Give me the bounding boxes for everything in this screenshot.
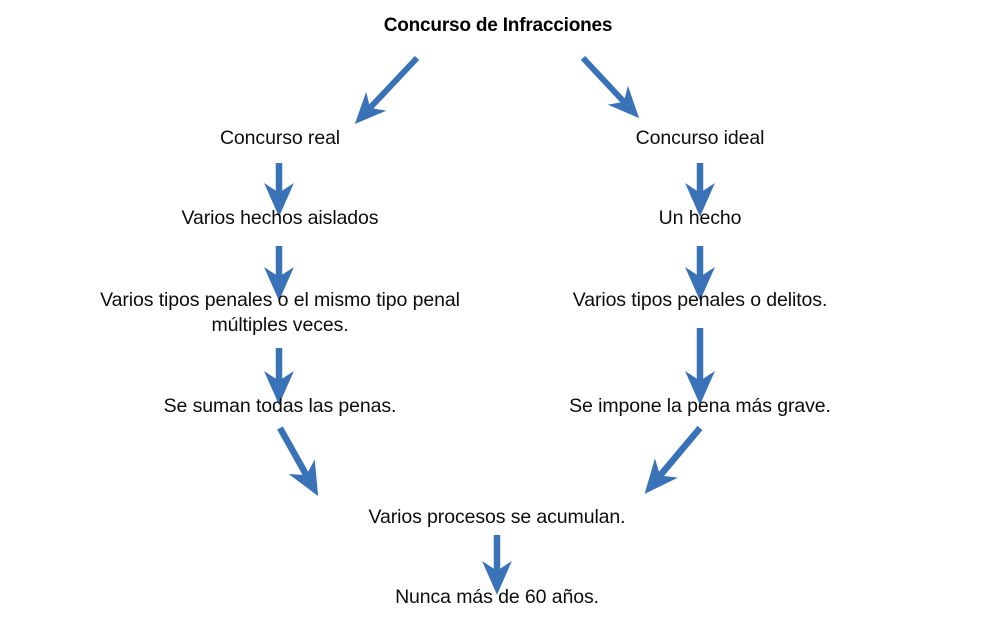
node-right-varios-tipos-penales-delitos: Varios tipos penales o delitos. — [572, 289, 828, 311]
node-left-se-suman-las-penas: Se suman todas las penas. — [163, 395, 397, 417]
arrow-right-to-merged — [644, 425, 703, 494]
node-left-varios-hechos-aislados: Varios hechos aislados — [181, 207, 379, 229]
arrow-title-to-concurso-ideal — [580, 55, 640, 119]
node-right-concurso-ideal: Concurso ideal — [635, 127, 765, 149]
arrow-left-to-merged — [277, 426, 319, 497]
node-merged-nunca-mas-60-anos: Nunca más de 60 años. — [395, 586, 599, 608]
node-right-un-hecho: Un hecho — [658, 207, 742, 229]
node-right-pena-mas-grave: Se impone la pena más grave. — [569, 395, 831, 417]
diagram-title: Concurso de Infracciones — [383, 15, 613, 36]
node-left-varios-tipos-penales: Varios tipos penales o el mismo tipo pen… — [100, 289, 460, 336]
arrow-title-to-concurso-real — [354, 55, 420, 124]
node-merged-procesos-se-acumulan: Varios procesos se acumulan. — [368, 506, 626, 528]
node-left-concurso-real: Concurso real — [219, 127, 341, 149]
